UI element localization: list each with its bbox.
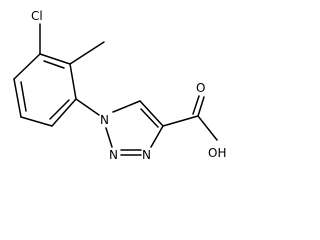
n1-c5-bond (112, 100, 141, 113)
chlorine-label: Cl (31, 9, 43, 23)
triazole-n1-label: N (100, 113, 109, 127)
ring-bond (69, 63, 77, 100)
c4-n3-bond (150, 125, 164, 148)
ring-bond (39, 53, 71, 65)
ring-bond (20, 116, 53, 127)
ring-bond (13, 53, 41, 80)
benzene-ring (13, 53, 77, 127)
ring-double-bond (20, 81, 27, 112)
n2-n1-bond (105, 127, 113, 148)
c5-c4-double-bond (140, 108, 159, 128)
ring-bond (51, 98, 77, 127)
ring-double-bond (49, 99, 70, 120)
triazole-ring: N N N (100, 100, 164, 162)
ring-double-bond (43, 60, 65, 69)
structure-diagram: Cl N N N O OH (13, 9, 226, 162)
methyl-bond (69, 41, 105, 65)
carboxylic-acid-group: O OH (162, 81, 226, 160)
c5-c4-bond (139, 100, 164, 127)
molecule-drawing: Cl N N N O OH (13, 9, 226, 162)
carbonyl-double-bond-inner (192, 95, 200, 115)
aryl-n1-bond (75, 98, 100, 116)
triazole-n2-label: N (109, 148, 118, 162)
triazole-n3-label: N (142, 148, 151, 162)
hydroxyl-label: OH (208, 146, 226, 160)
carbonyl-o-label: O (196, 81, 205, 95)
carbonyl-double-bond (197, 96, 205, 117)
hydroxyl-bond (197, 115, 218, 141)
ring-bond (13, 78, 22, 118)
c4-carboxyl-bond (162, 115, 199, 127)
